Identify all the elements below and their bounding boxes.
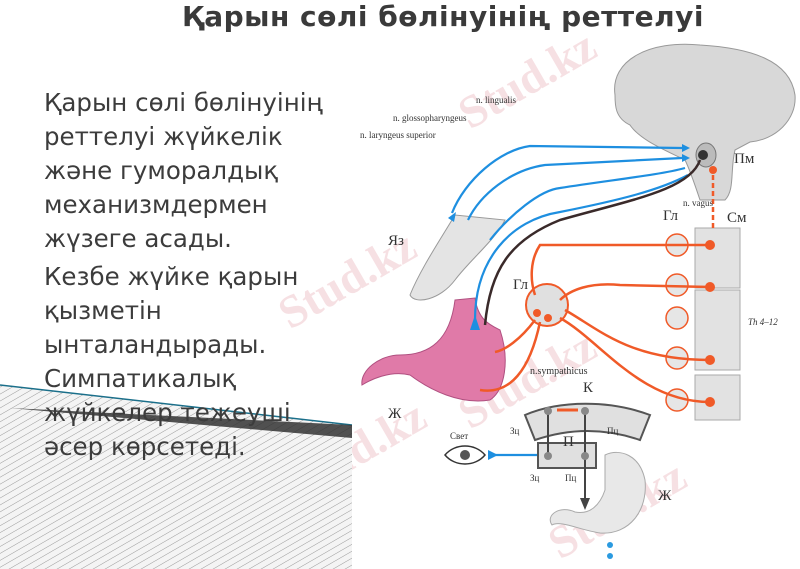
- decorative-hatch-band: [0, 384, 352, 569]
- svg-text:Stud.kz: Stud.kz: [450, 20, 605, 139]
- label-th: Th 4–12: [748, 317, 778, 327]
- spinal-cord: [694, 227, 741, 421]
- afferent-arrowheads: [448, 144, 690, 460]
- label-yaz: Яз: [388, 233, 404, 249]
- label-pc-sub: Пц: [565, 473, 576, 483]
- label-gl-mid: Гл: [513, 277, 529, 293]
- label-n-laryngeus: n. laryngeus superior: [360, 130, 436, 140]
- label-k: К: [583, 380, 594, 396]
- label-sm: См: [727, 210, 747, 226]
- label-zh-2: Ж: [658, 488, 672, 504]
- label-n-sympathicus: n.sympathicus: [530, 366, 588, 377]
- afferent-nerves: [450, 144, 689, 457]
- label-zc-cortex: Зц: [510, 426, 520, 436]
- gastric-juice-drops: [607, 542, 613, 559]
- cortex-block: [523, 402, 652, 442]
- label-p: П: [563, 434, 574, 450]
- label-gl-top: Гл: [663, 208, 679, 224]
- label-zc-sub: Зц: [530, 473, 540, 483]
- spinal-neurons: [533, 240, 715, 407]
- label-n-glossopharyngeus: n. glossopharyngeus: [393, 113, 467, 123]
- label-zh-1: Ж: [388, 406, 402, 422]
- label-svet: Свет: [450, 431, 468, 441]
- paragraph-regulation: Қарын сөлі бөлінуінің реттелуі жүйкелік …: [44, 88, 323, 253]
- stomach-secreting-illustration: [549, 451, 646, 534]
- label-n-vagus: n. vagus: [683, 198, 713, 208]
- vagus-nerve: [483, 159, 702, 326]
- sympathetic-nerves: [479, 175, 715, 404]
- slide-title: Қарын сөлі бөлінуінің реттелуі: [182, 0, 704, 33]
- slide-body: Қарын сөлі бөлінуінің реттелуі жүйкелік …: [44, 86, 344, 468]
- label-n-lingualis: n. lingualis: [476, 95, 516, 105]
- sympathetic-chain: [665, 233, 689, 412]
- label-pc-cortex: Пц: [607, 426, 618, 436]
- label-pm: Пм: [734, 151, 755, 167]
- brain-illustration: [614, 43, 796, 201]
- paragraph-nerves: Кезбе жүйке қарын қызметін ынталандырады…: [44, 262, 299, 461]
- stomach-illustration: [361, 297, 506, 402]
- eye-icon: [444, 445, 486, 465]
